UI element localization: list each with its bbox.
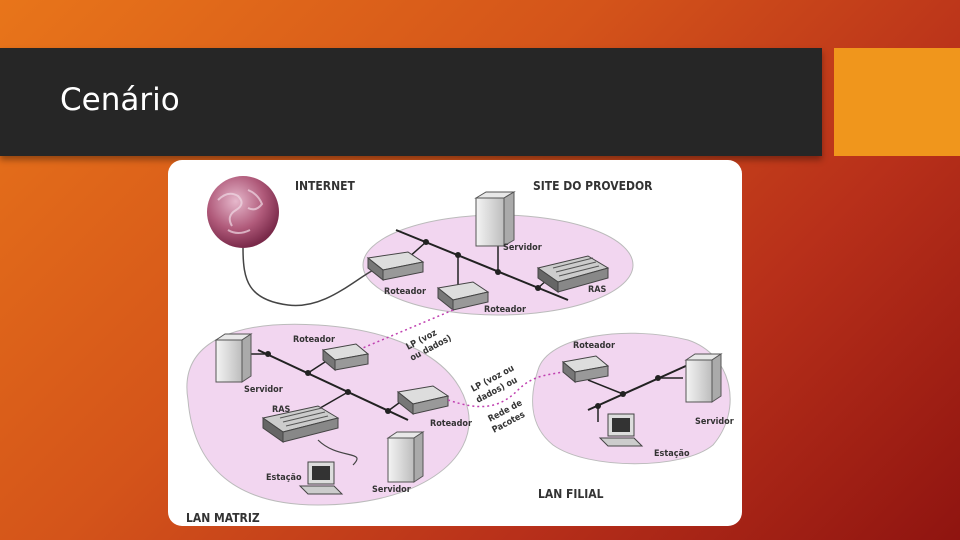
globe-icon <box>207 176 279 248</box>
estacao-matriz-icon <box>298 461 344 495</box>
roteador-provedor-1-icon <box>366 251 425 282</box>
title-bar <box>0 48 822 156</box>
internet-label: INTERNET <box>295 179 356 193</box>
roteador-filial-label: Roteador <box>573 341 615 351</box>
estacao-filial-icon <box>598 413 644 447</box>
servidor-matriz-1-icon <box>214 333 253 383</box>
servidor-matriz-1-label: Servidor <box>244 385 283 395</box>
lan-matriz-label: LAN MATRIZ <box>186 511 260 525</box>
site-provedor-label: SITE DO PROVEDOR <box>533 179 653 193</box>
roteador-matriz-1-label: Roteador <box>293 335 335 345</box>
servidor-provedor-label: Servidor <box>503 243 542 253</box>
roteador-provedor-2-label: Roteador <box>484 305 526 315</box>
servidor-filial-icon <box>684 353 723 403</box>
ras-matriz-label: RAS <box>272 405 291 415</box>
ras-matriz-icon <box>261 405 340 443</box>
roteador-matriz-2-icon <box>396 385 450 416</box>
accent-block <box>834 48 960 156</box>
matriz-backbone <box>257 349 409 421</box>
ras-provedor-icon <box>536 255 610 293</box>
estacao-filial-label: Estação <box>654 449 690 459</box>
ras-provedor-label: RAS <box>588 285 607 295</box>
internet-cable <box>242 247 384 307</box>
servidor-matriz-2-label: Servidor <box>372 485 411 495</box>
slide-title: Cenário <box>60 82 180 118</box>
roteador-matriz-2-label: Roteador <box>430 419 472 429</box>
roteador-provedor-1-label: Roteador <box>384 287 426 297</box>
servidor-filial-label: Servidor <box>695 417 734 427</box>
filial-backbone <box>587 364 689 411</box>
lp-link-2 <box>447 371 564 408</box>
roteador-filial-icon <box>561 355 610 384</box>
servidor-matriz-2-icon <box>386 431 425 483</box>
lan-filial-label: LAN FILIAL <box>538 487 604 501</box>
lp-link-1 <box>357 309 454 351</box>
estacao-matriz-label: Estação <box>266 473 302 483</box>
network-diagram: Servidor Roteador Roteador RAS LP (voz o… <box>168 160 742 526</box>
roteador-matriz-1-icon <box>321 343 370 372</box>
network-diagram-svg: Servidor Roteador Roteador RAS LP (voz o… <box>186 176 734 525</box>
servidor-provedor-icon <box>474 191 516 247</box>
